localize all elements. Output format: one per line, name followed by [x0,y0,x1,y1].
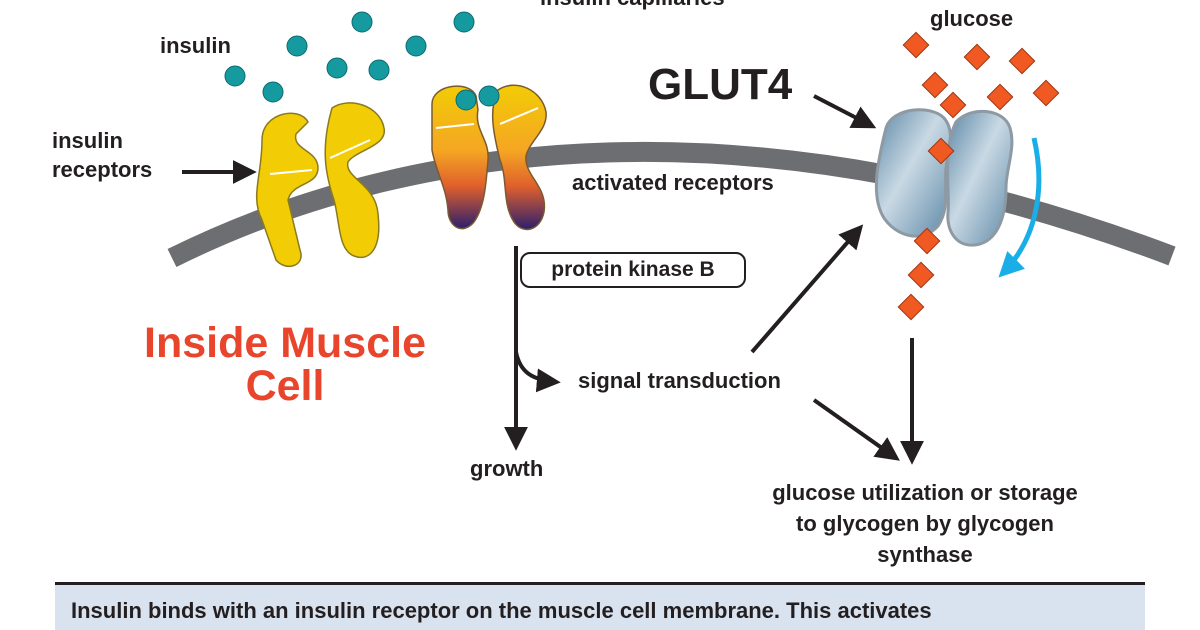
insulin-dot [326,57,348,79]
signal-branch-arrow [514,351,561,393]
growth-label: growth [470,456,544,481]
glucose-label: glucose [930,6,1014,31]
glut4-transporter [874,108,1014,247]
insulin-receptor-activated [431,84,547,231]
bound-insulin-dot [455,89,477,111]
glut4-pointer-arrow [813,94,877,129]
insulin-dot [453,11,475,33]
activated-receptors-label: activated receptors [572,170,774,195]
glucose-molecule [897,293,925,321]
glut4-label: GLUT4 [648,60,793,109]
cell-membrane [167,141,1176,267]
caption-text: Insulin binds with an insulin receptor o… [71,598,932,623]
insulin-capillaries-label: insulin capillaries [540,0,725,11]
insulin-receptors-label-line2: receptors [52,157,153,182]
insulin-receptor-inactive [255,102,385,268]
insulin-dot [262,81,284,103]
insulin-dot [224,65,246,87]
glucose-molecule [907,261,935,289]
caption-bar: Insulin binds with an insulin receptor o… [55,582,1145,630]
insulin-dot [368,59,390,81]
translocation-arrow [750,224,864,354]
bound-insulin [455,85,500,111]
insulin-dot [286,35,308,57]
insulin-molecules [224,11,475,103]
insulin-dot [405,35,427,57]
glucose-molecule [913,227,941,255]
glucose-molecules [897,31,1060,321]
inside-muscle-cell-title: Inside Muscle Cell [144,319,426,410]
pathway-arrows [182,94,924,465]
glucose-molecule [1032,79,1060,107]
insulin-dot [351,11,373,33]
glucose-molecule [986,83,1014,111]
glucose-molecule [921,71,949,99]
glucose-molecule [927,137,955,165]
glucose-molecule [963,43,991,71]
transport-cycle-arrow [998,137,1042,278]
utilization-arrow [812,398,900,461]
signal-transduction-label: signal transduction [578,368,781,393]
insulin-label: insulin [160,33,231,58]
bound-insulin-dot [478,85,500,107]
glucose-molecule [1008,47,1036,75]
protein-kinase-b-box: protein kinase B [520,252,746,288]
glucose-molecule [902,31,930,59]
glucose-utilization-label: glucose utilization or storage to glycog… [772,480,1078,567]
glucose-molecule [939,91,967,119]
insulin-receptors-label-line1: insulin [52,128,123,153]
